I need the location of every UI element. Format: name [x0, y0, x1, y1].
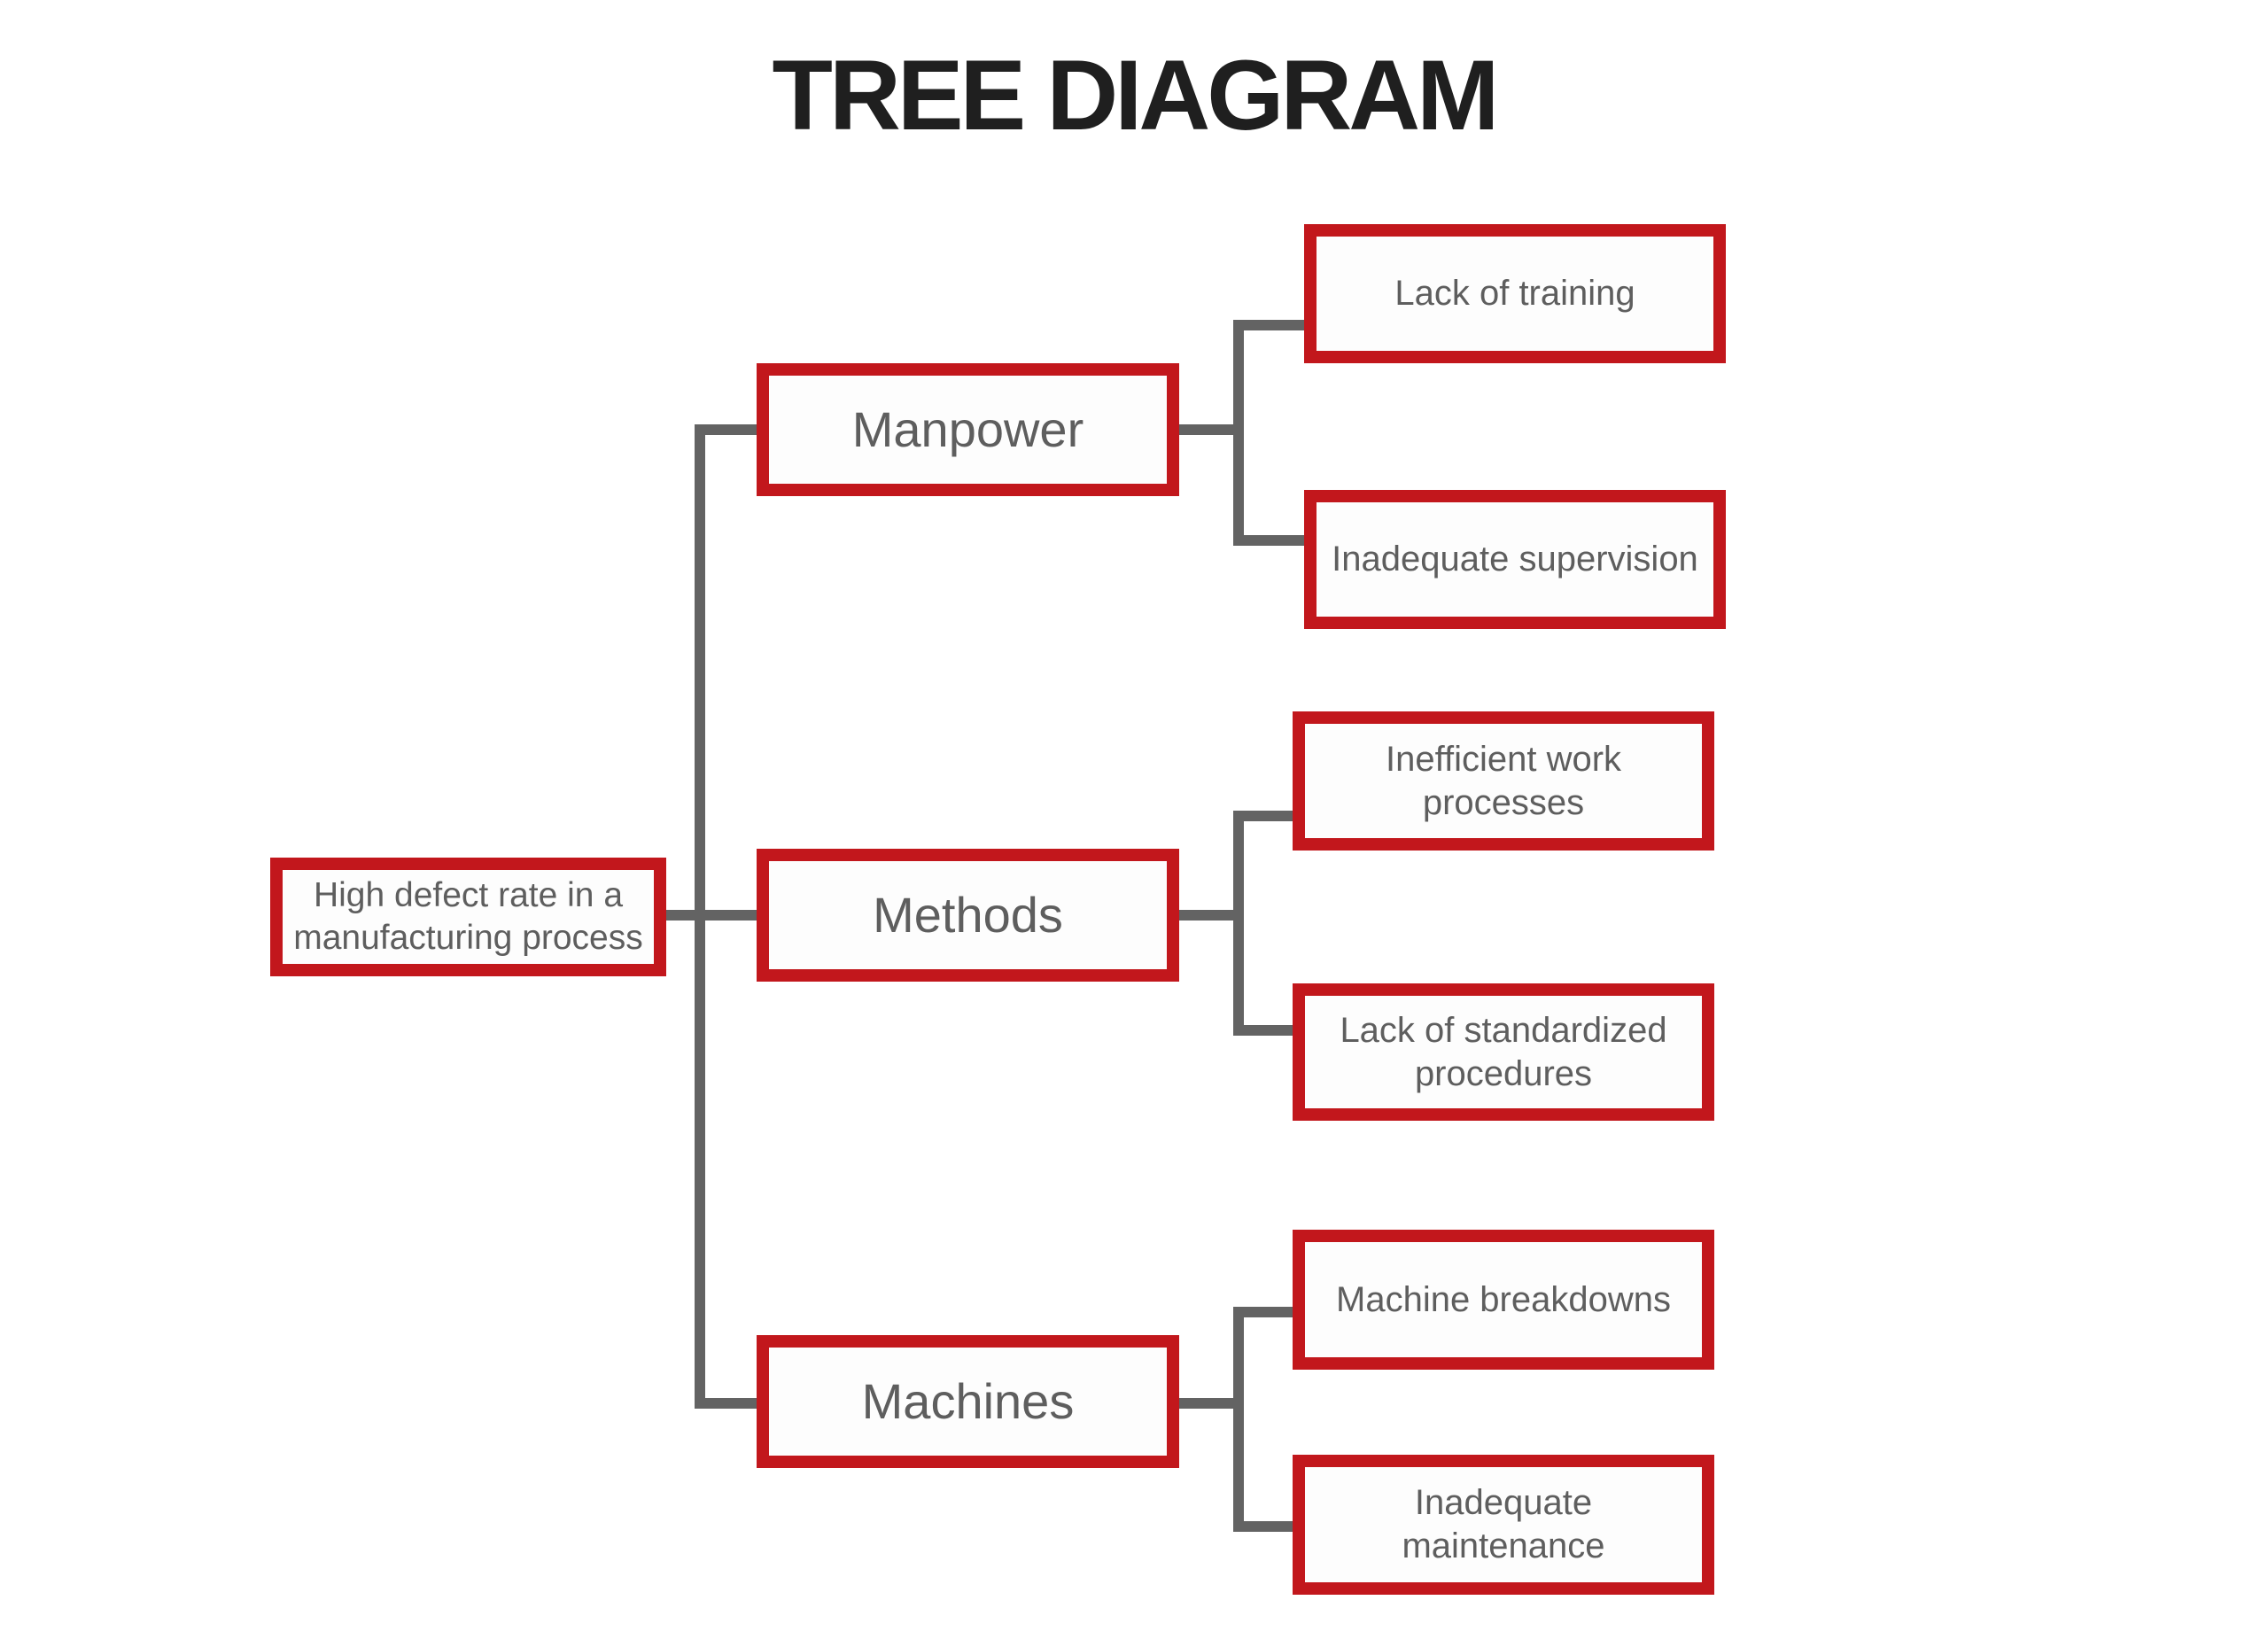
node-inadequate-maintenance: Inadequate maintenance [1293, 1455, 1714, 1595]
node-root-problem-label: High defect rate in a manufacturing proc… [293, 876, 643, 957]
node-methods-label: Methods [873, 886, 1063, 943]
node-machine-breakdowns-label: Machine breakdowns [1336, 1279, 1671, 1319]
node-machines-label: Machines [861, 1372, 1075, 1429]
node-root-problem: High defect rate in a manufacturing proc… [270, 858, 666, 976]
node-manpower: Manpower [757, 363, 1179, 496]
connector-methods-bracket [1233, 811, 1300, 1036]
node-inefficient-work-processes-label: Inefficient work processes [1385, 739, 1622, 822]
node-manpower-label: Manpower [851, 400, 1084, 457]
connector-manpower-bracket [1233, 320, 1311, 546]
node-lack-of-standardized-procedures-label: Lack of standardized procedures [1340, 1010, 1667, 1093]
node-lack-of-training-label: Lack of training [1394, 274, 1635, 314]
node-lack-of-training: Lack of training [1304, 224, 1726, 363]
node-inadequate-supervision: Inadequate supervision [1304, 490, 1726, 629]
node-methods: Methods [757, 849, 1179, 982]
connector-machines-bracket [1233, 1307, 1300, 1532]
node-machine-breakdowns: Machine breakdowns [1293, 1230, 1714, 1370]
node-machines: Machines [757, 1335, 1179, 1468]
node-inadequate-maintenance-label: Inadequate maintenance [1402, 1483, 1605, 1565]
page-title: TREE DIAGRAM [772, 40, 1500, 151]
node-lack-of-standardized-procedures: Lack of standardized procedures [1293, 983, 1714, 1121]
node-inefficient-work-processes: Inefficient work processes [1293, 711, 1714, 851]
node-inadequate-supervision-label: Inadequate supervision [1332, 540, 1698, 579]
